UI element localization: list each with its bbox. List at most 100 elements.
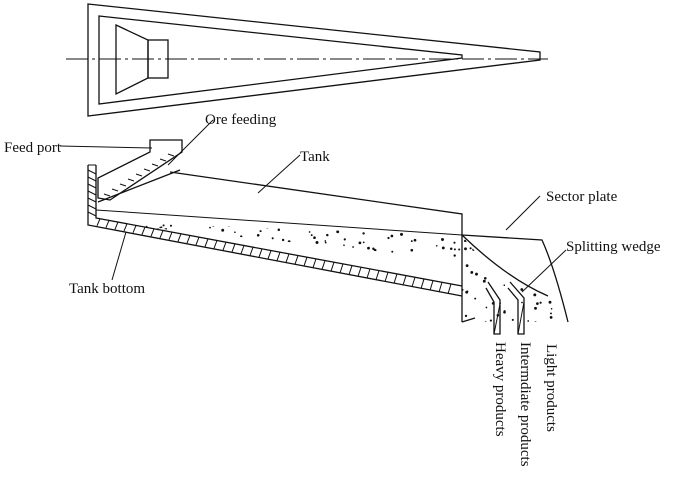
slurry-particle [266,304,270,308]
slurry-particle [435,244,438,247]
slurry-particle [296,312,298,314]
slurry-particle [560,284,562,287]
hatch-line [411,277,416,288]
hatch-line [366,268,371,279]
slurry-particle [315,222,318,225]
slurry-particle [105,305,108,308]
slurry-particle [448,313,451,317]
slurry-particle [541,277,543,280]
slurry-particle [564,233,566,235]
slurry-particle [152,309,156,312]
slurry-particle [265,225,269,229]
slurry-particle [333,305,336,307]
slurry-particle [183,256,187,259]
slurry-particle [501,259,503,261]
slurry-particle [149,275,153,279]
slurry-particle [290,312,294,315]
slurry-particle [367,282,370,285]
hatch-line [87,183,97,189]
slurry-particle [455,265,458,268]
slurry-particle [431,309,434,313]
slurry-particle [257,321,261,322]
leader-lines [59,119,567,293]
slurry-particle [212,224,215,227]
slurry-particle [388,217,390,219]
slurry-particle [153,314,156,318]
slurry-particle [222,259,225,262]
slurry-particle [209,259,212,262]
slurry-particle [403,268,406,270]
slurry-particle [240,279,243,282]
slurry-particle [334,255,337,259]
slurry-particle [362,241,365,244]
slurry-particle [108,247,111,250]
slurry-particle [159,226,161,229]
slurry-particle [292,313,295,317]
slurry-particle [221,297,225,300]
slurry-particle [444,269,447,272]
slurry-particle [527,226,530,229]
label-feed-port: Feed port [4,140,62,156]
slurry-particle [324,240,327,242]
slurry-particle [175,264,179,267]
slurry-particle [503,311,506,314]
slurry-particle [104,247,107,250]
slurry-particle [224,248,227,251]
slurry-particle [352,311,355,315]
slurry-particle [325,273,328,276]
slurry-particle [453,254,456,257]
slurry-particle [403,266,406,270]
slurry-particle [262,254,265,257]
slurry-particle [371,298,374,301]
slurry-particle [102,300,105,303]
leader-tank [257,154,301,194]
slurry-particle [381,252,384,255]
slurry-particle [239,247,242,250]
slurry-particle [282,299,285,302]
slurry-particle [162,235,165,238]
slurry-particle [301,268,304,271]
slurry-particle [134,215,136,217]
slurry-particle [422,256,425,259]
hatch-line [114,221,119,230]
slurry-particle [301,251,304,254]
hatch-line [213,240,218,249]
hatch-line [330,262,335,272]
slurry-particle [255,293,259,297]
slurry-particle [453,300,457,304]
slurry-particle [279,274,282,277]
slurry-particle [455,277,458,279]
slurry-particle [550,308,553,310]
slurry-particle [322,215,324,217]
slurry-particle [288,287,292,290]
slurry-particle [449,247,453,250]
slurry-particle [266,217,268,219]
slurry-particle [184,290,188,294]
hatch-line [135,173,143,177]
hatch-line [312,258,317,268]
slurry-particle [137,259,141,262]
hatch-line [294,255,299,265]
slurry-particle [446,284,449,287]
slurry-particle [153,222,156,223]
slurry-particle [533,293,537,297]
slurry-particle [308,277,312,281]
slurry-particle [200,253,202,255]
slurry-particle [547,234,551,238]
slurry-particle [221,228,225,232]
slurry-particle [511,318,514,321]
slurry-particle [169,224,173,227]
slurry-particle [413,226,416,229]
slurry-particle [152,298,155,301]
slurry-particle [332,301,335,304]
slurry-particle [558,259,561,262]
slurry-particle [281,309,284,313]
slurry-particle [127,256,130,259]
slurry-particle [384,217,386,219]
slurry-particle [378,254,381,257]
hatch-line [339,263,344,274]
slurry-particle [107,232,110,235]
slurry-particle [284,304,287,307]
slurry-particle [424,272,427,276]
slurry-particle [148,245,150,248]
